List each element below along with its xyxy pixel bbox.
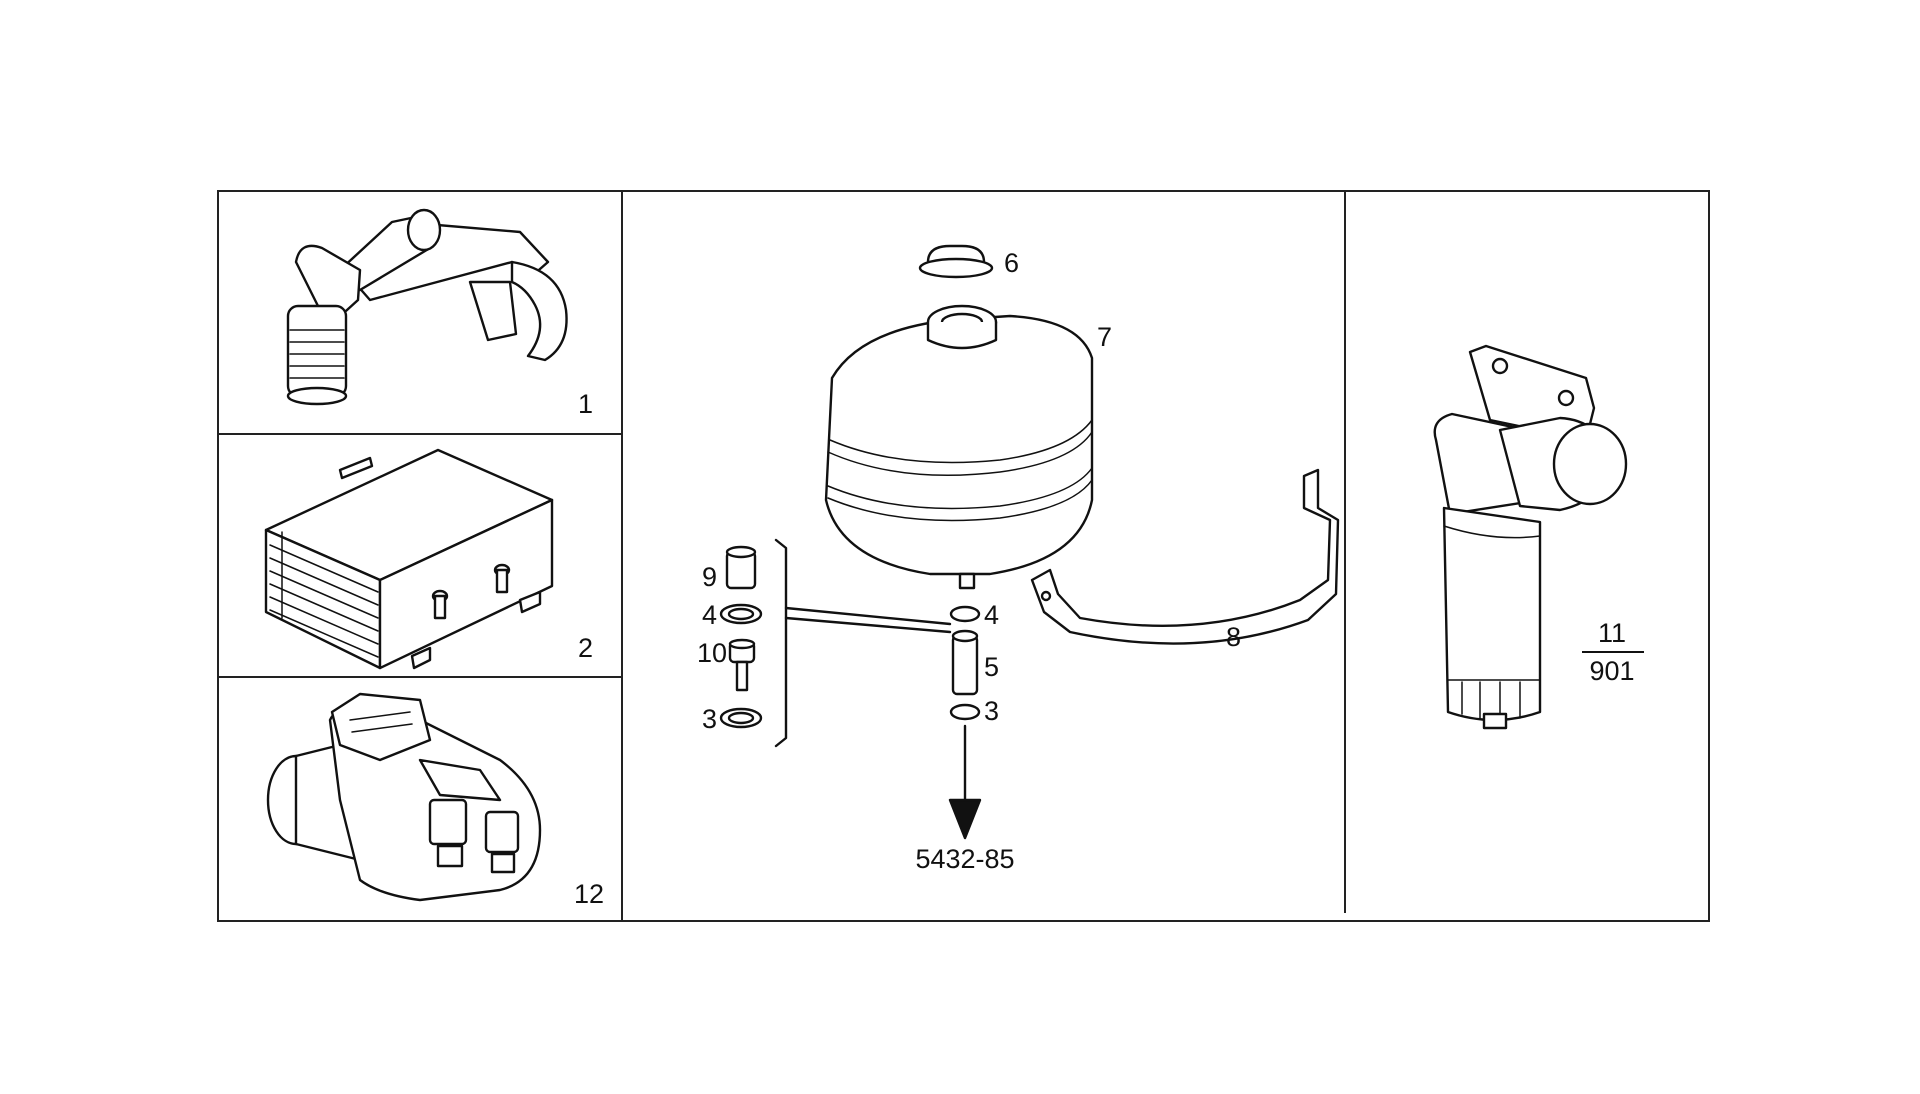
part-label-3-left: 3 [702,704,717,734]
part-label-4-left: 4 [702,600,717,630]
part-label-8: 8 [1226,622,1241,652]
fuel-filter-part [1433,344,1628,730]
part-label-5: 5 [984,652,999,682]
connector-part [266,692,542,902]
part-label-901: 901 [1589,656,1634,686]
part-label-4-right: 4 [984,600,999,630]
part-label-12: 12 [574,879,604,909]
elbow-hose-part [286,208,568,406]
part-label-2: 2 [578,633,593,663]
diagram-frame [217,190,1710,922]
fitting-kit-parts [719,538,952,748]
part-label-1: 1 [578,389,593,419]
expansion-tank-part [824,244,1094,590]
part-label-7: 7 [1097,322,1112,352]
part-label-11: 11 [1598,618,1626,648]
part-label-3-right: 3 [984,696,999,726]
part-label-9: 9 [702,562,717,592]
part-label-10: 10 [697,638,727,668]
control-unit-part [264,448,554,670]
hose-assembly [948,605,982,840]
part-label-6: 6 [1004,248,1019,278]
tank-strap-part [1030,468,1340,645]
reference-label: 5432-85 [915,844,1014,874]
